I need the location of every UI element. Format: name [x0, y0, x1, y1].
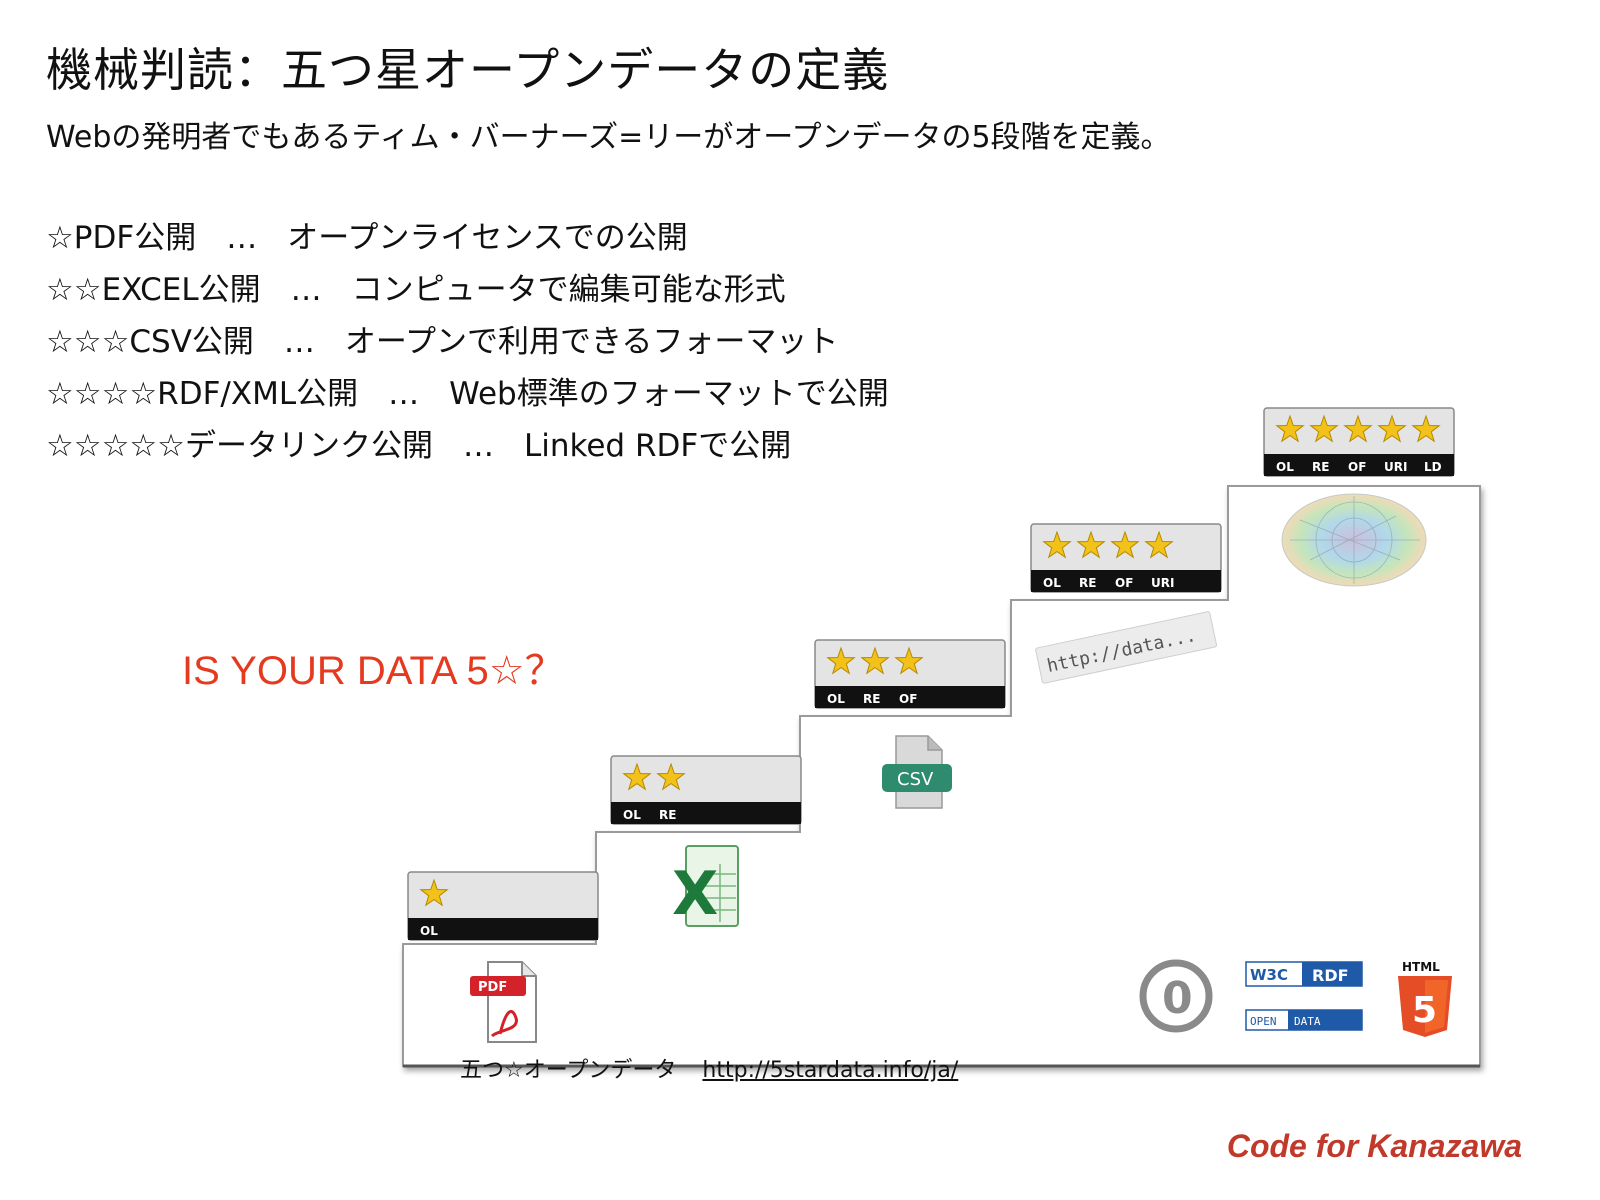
- star-icon: [419, 878, 449, 907]
- level-item-2: ☆☆EXCEL公開 … コンピュータで編集可能な形式: [46, 264, 889, 316]
- star-icon: [894, 646, 924, 675]
- star-icon: [860, 646, 890, 675]
- level-separator: …: [462, 428, 494, 464]
- badge-label-re: RE: [1312, 460, 1329, 474]
- star-icon: [826, 646, 856, 675]
- html5-icon: HTML 5: [1398, 960, 1452, 1037]
- slide-subtitle: Webの発明者でもあるティム・バーナーズ=リーがオープンデータの5段階を定義。: [46, 120, 1171, 155]
- open-data-badge: OPEN DATA: [1245, 1009, 1363, 1031]
- badge-label-uri: URI: [1151, 576, 1174, 590]
- html-label: HTML: [1402, 960, 1440, 974]
- level-description: オープンで利用できるフォーマット: [344, 324, 839, 360]
- level-description: Web標準のフォーマットで公開: [449, 376, 889, 412]
- slogan: IS YOUR DATA 5☆？: [182, 649, 565, 693]
- source-link[interactable]: http://5stardata.info/ja/: [702, 1058, 959, 1083]
- badge-label-ol: OL: [827, 692, 845, 706]
- level-description: オープンライセンスでの公開: [287, 220, 688, 256]
- badge-label-ld: LD: [1424, 460, 1442, 474]
- level-description: Linked RDFで公開: [523, 428, 792, 464]
- level-separator: …: [283, 324, 315, 360]
- level-name: PDF公開: [73, 220, 197, 256]
- open-label: OPEN: [1250, 1015, 1277, 1028]
- level-separator: …: [388, 376, 420, 412]
- level-item-3: ☆☆☆CSV公開 … オープンで利用できるフォーマット: [46, 316, 889, 368]
- data-label: DATA: [1294, 1015, 1321, 1028]
- star-icon: [1275, 414, 1305, 443]
- badge-label-of: OF: [1115, 576, 1133, 590]
- level-stars: ☆☆☆: [46, 324, 130, 360]
- brand-logo: Code for Kanazawa: [1226, 1128, 1522, 1164]
- csv-file-icon: CSV: [882, 735, 952, 809]
- badge-4-star: OL RE OF URI: [1030, 523, 1222, 593]
- level-name: CSV公開: [129, 324, 254, 360]
- star-icon: [1343, 414, 1373, 443]
- level-name: EXCEL公開: [101, 272, 261, 308]
- badge-3-star: OL RE OF: [814, 639, 1006, 709]
- star-icon: [656, 762, 686, 791]
- badge-label-ol: OL: [1043, 576, 1061, 590]
- cc-zero-label: 0: [1162, 973, 1193, 1024]
- level-description: コンピュータで編集可能な形式: [351, 272, 786, 308]
- badge-1-star: OL: [407, 871, 599, 941]
- badge-label-uri: URI: [1384, 460, 1407, 474]
- cc-zero-icon: 0: [1139, 959, 1213, 1033]
- level-stars: ☆☆: [46, 272, 102, 308]
- excel-label: X: [672, 859, 718, 929]
- level-name: RDF/XML公開: [157, 376, 359, 412]
- level-separator: …: [290, 272, 322, 308]
- star-icon: [1377, 414, 1407, 443]
- pdf-label: PDF: [478, 980, 507, 995]
- pdf-file-icon: PDF: [470, 961, 537, 1043]
- star-icon: [1144, 530, 1174, 559]
- star-icon: [1042, 530, 1072, 559]
- badge-2-star: OL RE: [610, 755, 802, 825]
- source-credit: 五つ☆オープンデータ http://5stardata.info/ja/: [460, 1052, 958, 1084]
- level-item-4: ☆☆☆☆RDF/XML公開 … Web標準のフォーマットで公開: [46, 368, 889, 420]
- level-separator: …: [226, 220, 258, 256]
- badge-label-re: RE: [1079, 576, 1096, 590]
- source-caption: 五つ☆オープンデータ: [460, 1058, 677, 1083]
- level-stars: ☆☆☆☆: [46, 376, 158, 412]
- star-level-list: ☆PDF公開 … オープンライセンスでの公開 ☆☆EXCEL公開 … コンピュータで編集…: [46, 212, 889, 472]
- level-stars: ☆☆☆☆☆: [46, 428, 185, 464]
- badge-5-star: OL RE OF URI LD: [1263, 407, 1455, 477]
- star-icon: [622, 762, 652, 791]
- level-item-1: ☆PDF公開 … オープンライセンスでの公開: [46, 212, 889, 264]
- badge-label-ol: OL: [1276, 460, 1294, 474]
- w3c-label: W3C: [1250, 966, 1288, 984]
- badge-label-re: RE: [863, 692, 880, 706]
- star-icon: [1110, 530, 1140, 559]
- html5-label: 5: [1412, 990, 1437, 1031]
- star-icon: [1076, 530, 1106, 559]
- badge-label-of: OF: [899, 692, 917, 706]
- star-icon: [1411, 414, 1441, 443]
- w3c-rdf-badge: W3C RDF: [1245, 961, 1363, 987]
- csv-label: CSV: [897, 769, 934, 790]
- level-stars: ☆: [46, 220, 74, 256]
- badge-label-re: RE: [659, 808, 676, 822]
- excel-icon: X: [672, 845, 739, 929]
- badge-label-ol: OL: [420, 924, 438, 938]
- badge-label-ol: OL: [623, 808, 641, 822]
- rdf-label: RDF: [1312, 966, 1349, 985]
- star-icon: [1309, 414, 1339, 443]
- level-name: データリンク公開: [184, 428, 433, 464]
- linked-data-cloud-icon: [1281, 493, 1427, 587]
- level-item-5: ☆☆☆☆☆データリンク公開 … Linked RDFで公開: [46, 420, 889, 472]
- slide-title: 機械判読：五つ星オープンデータの定義: [46, 43, 890, 97]
- badge-label-of: OF: [1348, 460, 1366, 474]
